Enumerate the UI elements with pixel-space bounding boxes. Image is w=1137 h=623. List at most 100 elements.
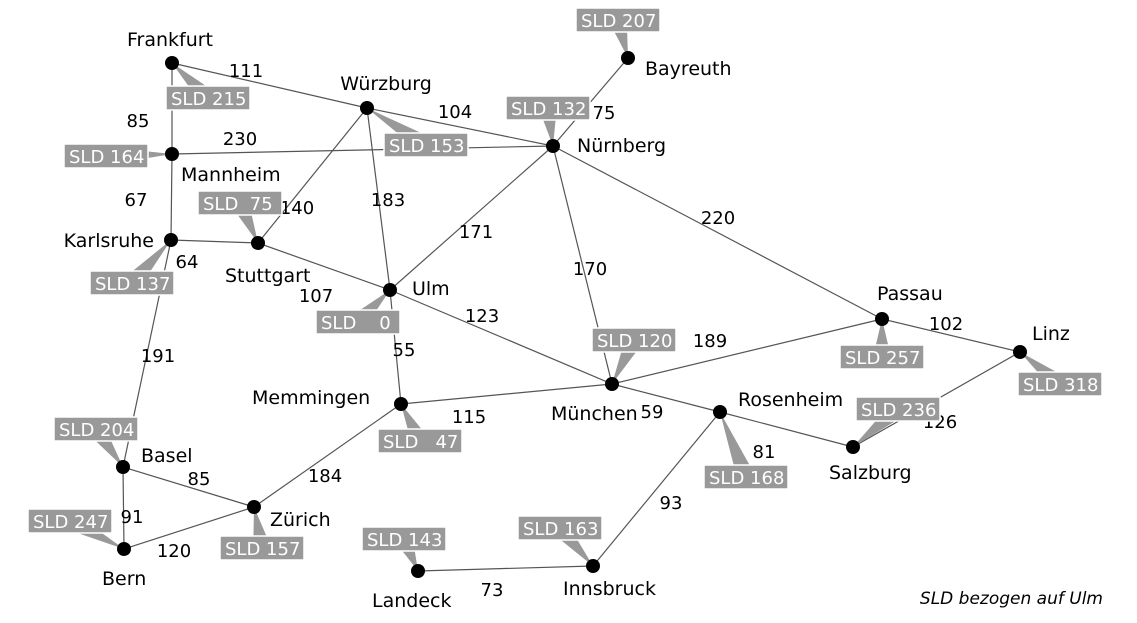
edge-karlsruhe-stuttgart <box>170 239 259 244</box>
sld-label-bern: SLD 247 <box>33 512 108 533</box>
distance-label-basel-zuerich: 85 <box>188 469 211 490</box>
city-name-mannheim: Mannheim <box>181 164 281 186</box>
node-landeck <box>411 564 425 578</box>
node-basel <box>116 460 130 474</box>
city-name-salzburg: Salzburg <box>829 462 912 484</box>
sld-label-muenchen: SLD 120 <box>597 331 672 352</box>
sld-label-passau: SLD 257 <box>845 348 920 369</box>
distance-label-wuerzburg-nuernberg: 104 <box>438 102 472 123</box>
node-wuerzburg <box>360 101 374 115</box>
edge-muenchen-rosenheim <box>611 383 721 413</box>
city-name-nuernberg: Nürnberg <box>577 135 666 157</box>
edge-ulm-memmingen <box>389 289 402 405</box>
sld-label-mannheim: SLD 164 <box>69 147 144 168</box>
node-zuerich <box>247 500 261 514</box>
edge-mannheim-nuernberg <box>171 145 554 155</box>
sld-badge-basel <box>53 416 139 442</box>
distance-label-rosenheim-innsbruck: 93 <box>660 493 683 514</box>
node-bern <box>117 542 131 556</box>
distance-label-nuernberg-passau: 220 <box>701 208 735 229</box>
node-rosenheim <box>713 405 727 419</box>
distance-label-bayreuth-nuernberg: 75 <box>593 103 616 124</box>
city-name-bayreuth: Bayreuth <box>645 58 732 80</box>
distance-label-ulm-memmingen: 55 <box>393 340 416 361</box>
sld-label-stuttgart: SLD 75 <box>203 194 273 215</box>
city-name-muenchen: München <box>551 403 638 425</box>
distance-label-nuernberg-ulm: 171 <box>459 222 493 243</box>
distance-label-memmingen-muenchen: 115 <box>452 407 486 428</box>
city-name-passau: Passau <box>877 283 943 305</box>
sld-badge-frankfurt <box>165 85 251 111</box>
sld-label-landeck: SLD 143 <box>367 530 442 551</box>
sld-label-bayreuth: SLD 207 <box>581 11 656 32</box>
distance-label-muenchen-passau: 189 <box>693 331 727 352</box>
distance-label-frankfurt-wuerzburg: 111 <box>229 61 263 82</box>
edge-wuerzburg-ulm <box>366 107 391 291</box>
city-name-memmingen: Memmingen <box>252 387 370 409</box>
city-name-landeck: Landeck <box>372 590 451 612</box>
sld-label-memmingen: SLD 47 <box>383 432 458 453</box>
edge-frankfurt-wuerzburg <box>171 62 368 109</box>
sld-badge-ulm <box>315 309 401 335</box>
sld-badge-bayreuth <box>575 7 661 33</box>
sld-badge-landeck <box>361 526 447 552</box>
sld-badge-zuerich <box>219 535 305 561</box>
sld-label-nuernberg: SLD 132 <box>511 99 586 120</box>
edge-zuerich-bern <box>123 506 255 550</box>
sld-label-wuerzburg: SLD 153 <box>389 136 464 157</box>
caption: SLD bezogen auf Ulm <box>919 589 1103 609</box>
edge-basel-bern <box>122 466 125 550</box>
distance-label-wuerzburg-ulm: 183 <box>371 190 405 211</box>
distance-label-memmingen-zuerich: 184 <box>308 466 342 487</box>
sld-badge-rosenheim <box>703 464 789 490</box>
city-name-bern: Bern <box>102 568 146 590</box>
sld-badge-linz <box>1017 371 1103 397</box>
edge-memmingen-zuerich <box>253 403 402 508</box>
distance-label-passau-linz: 102 <box>929 314 963 335</box>
city-name-rosenheim: Rosenheim <box>738 389 843 411</box>
sld-badge-nuernberg <box>505 95 591 121</box>
distance-label-mannheim-karlsruhe: 67 <box>125 190 148 211</box>
sld-badge-innsbruck <box>517 515 603 541</box>
edge-ulm-muenchen <box>389 289 613 385</box>
sld-label-linz: SLD 318 <box>1023 375 1098 396</box>
city-name-wuerzburg: Würzburg <box>340 73 432 95</box>
sld-badge-wuerzburg <box>383 132 469 158</box>
node-memmingen <box>394 397 408 411</box>
distance-label-muenchen-rosenheim: 59 <box>641 402 664 423</box>
node-innsbruck <box>586 559 600 573</box>
distance-label-nuernberg-muenchen: 170 <box>573 259 607 280</box>
edge-passau-linz <box>881 318 1021 353</box>
edge-landeck-innsbruck <box>417 565 594 572</box>
sld-badge-passau <box>839 344 925 370</box>
sld-label-innsbruck: SLD 163 <box>523 519 598 540</box>
city-name-innsbruck: Innsbruck <box>563 578 656 600</box>
sld-badge-bern <box>27 508 113 534</box>
sld-label-basel: SLD 204 <box>59 420 134 441</box>
city-name-ulm: Ulm <box>412 278 450 300</box>
node-mannheim <box>165 147 179 161</box>
city-name-karlsruhe: Karlsruhe <box>64 230 154 252</box>
edge-mannheim-karlsruhe <box>170 153 173 241</box>
edge-stuttgart-ulm <box>257 242 391 291</box>
edge-memmingen-muenchen <box>400 383 613 405</box>
sld-badge-memmingen <box>377 428 463 454</box>
edges-layer <box>122 57 1021 572</box>
distance-label-landeck-innsbruck: 73 <box>481 580 504 601</box>
edge-muenchen-passau <box>611 318 883 385</box>
sld-label-zuerich: SLD 157 <box>225 539 300 560</box>
sld-label-salzburg: SLD 236 <box>861 400 936 421</box>
sld-label-karlsruhe: SLD 137 <box>95 274 170 295</box>
node-karlsruhe <box>164 233 178 247</box>
edge-nuernberg-passau <box>552 145 883 320</box>
distance-label-basel-bern: 91 <box>121 507 144 528</box>
edge-rosenheim-innsbruck <box>592 411 721 567</box>
city-name-frankfurt: Frankfurt <box>127 29 213 51</box>
sld-pointer-rosenheim <box>720 412 755 481</box>
nodes-layer <box>116 51 1027 578</box>
city-name-linz: Linz <box>1032 323 1070 345</box>
distance-label-stuttgart-ulm: 107 <box>299 286 333 307</box>
node-stuttgart <box>251 236 265 250</box>
